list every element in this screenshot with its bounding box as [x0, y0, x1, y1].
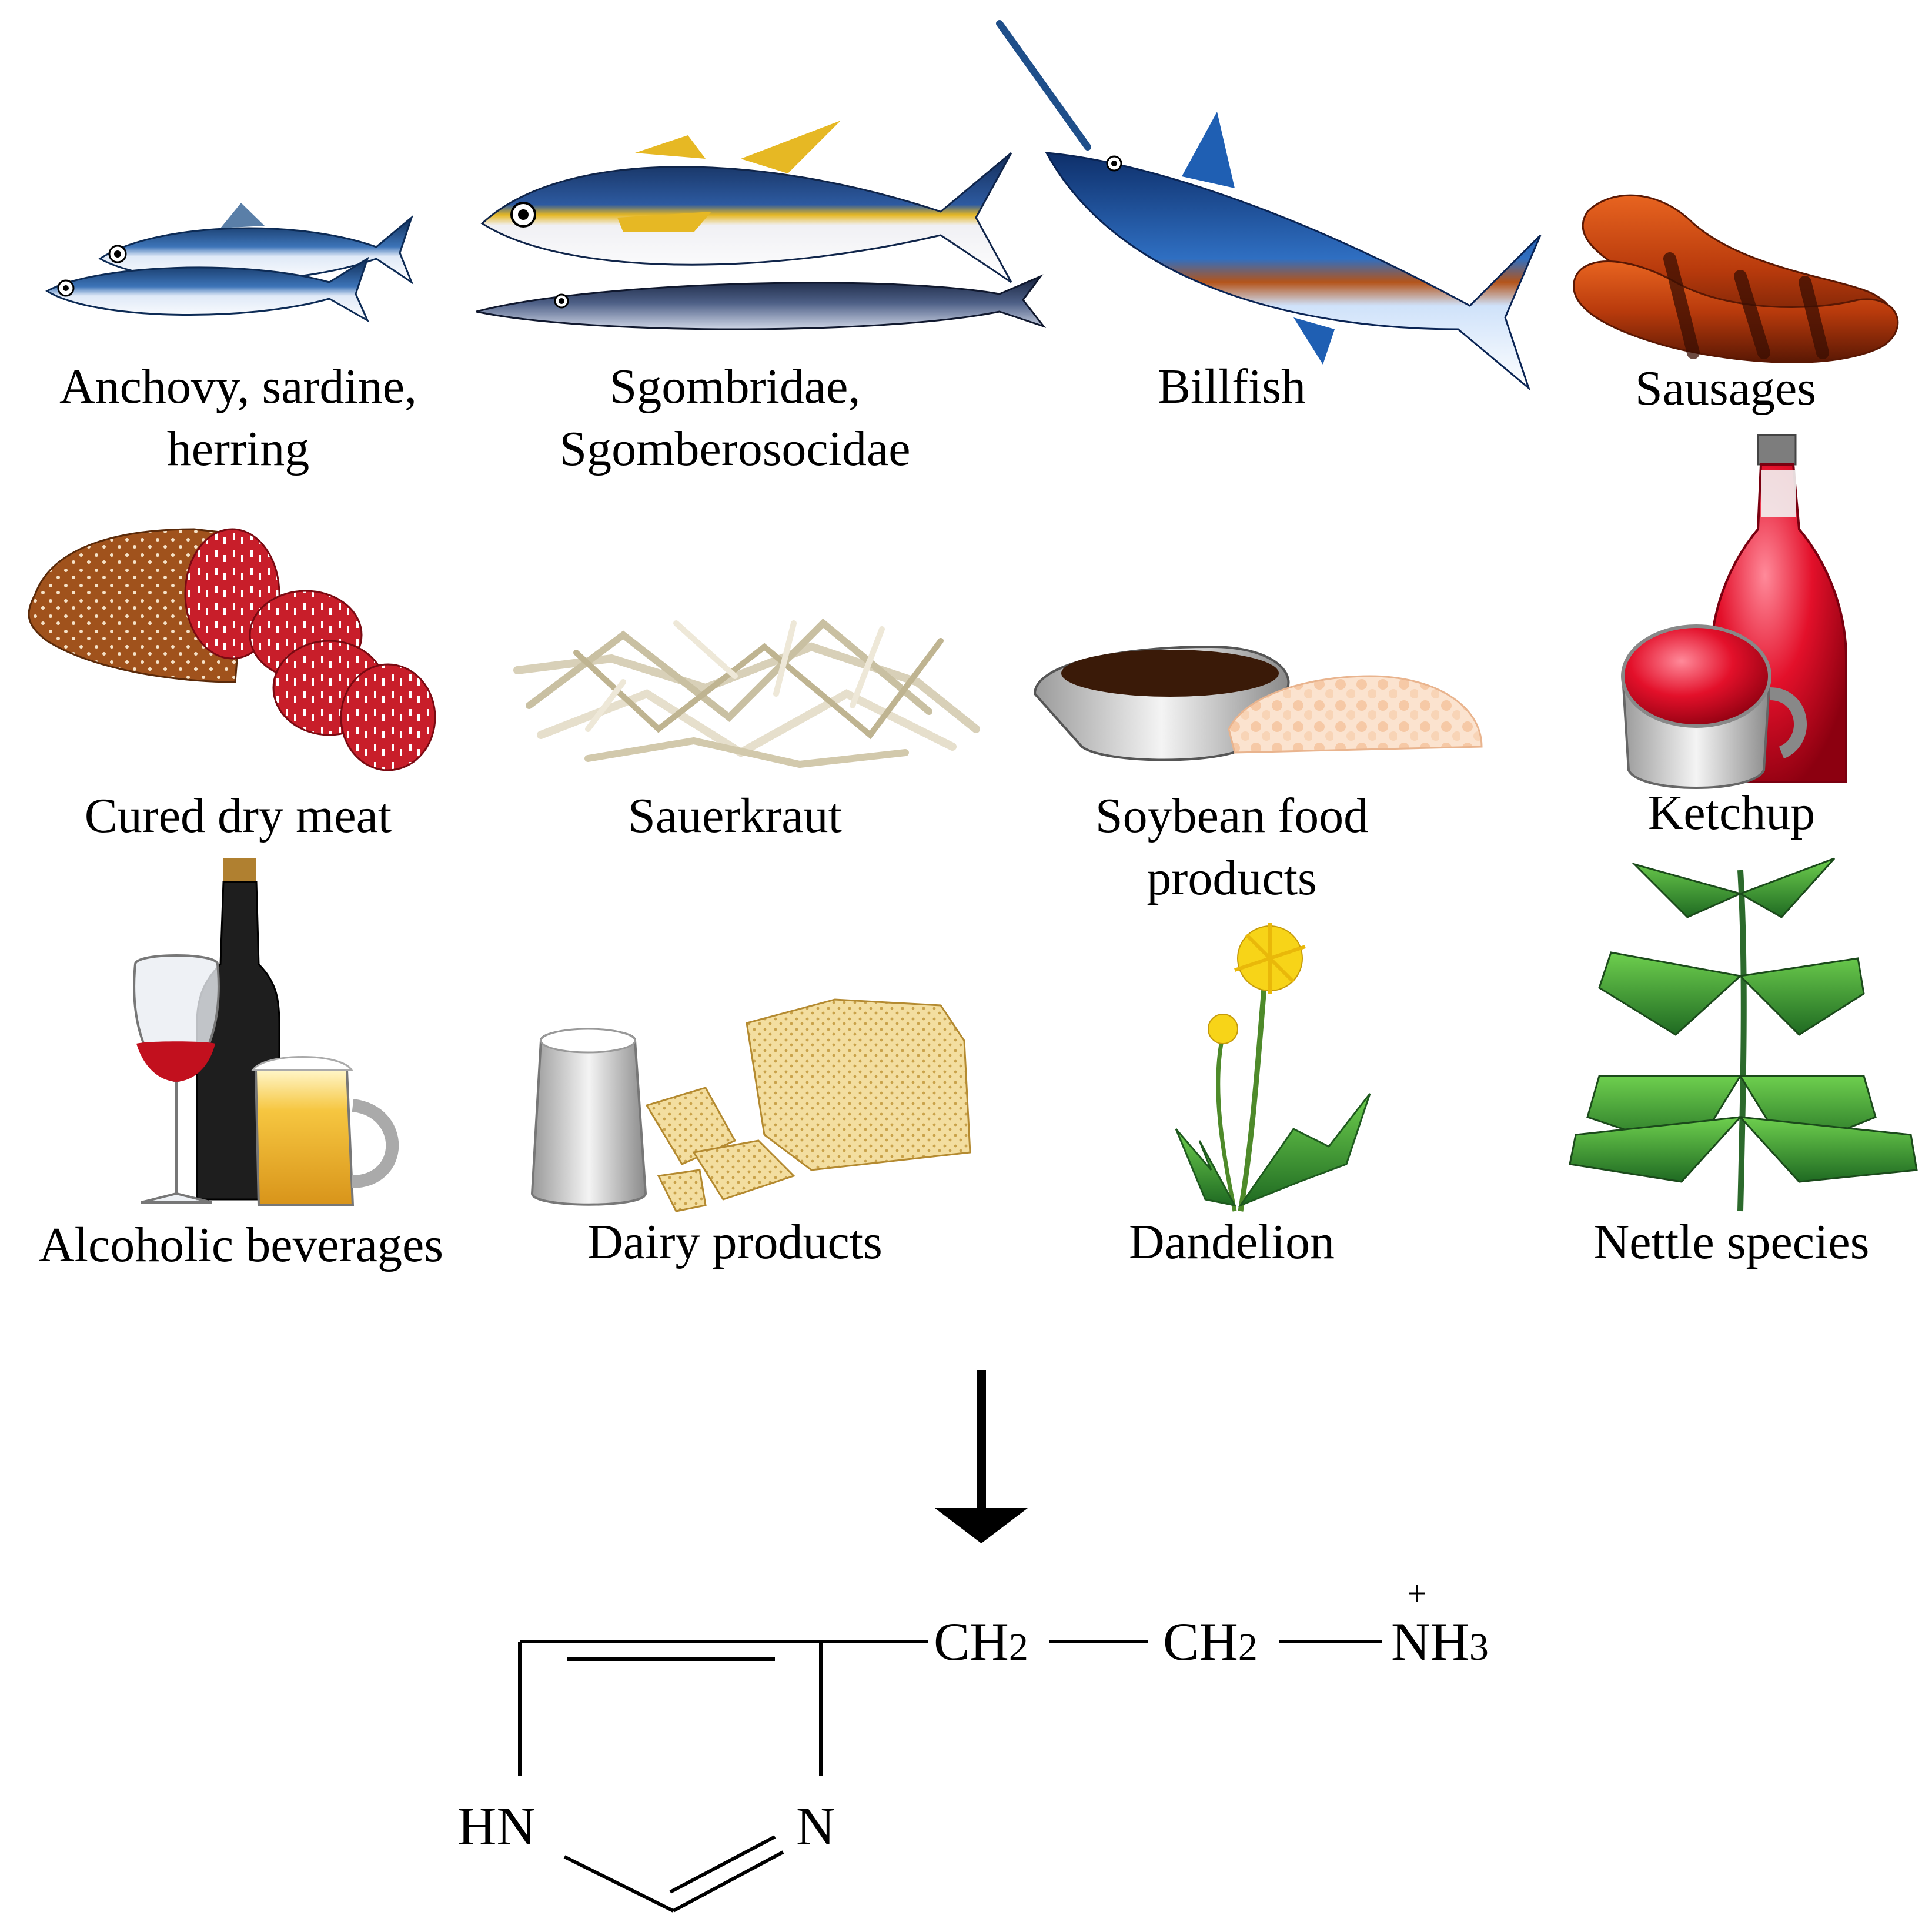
n-atom: N	[796, 1796, 835, 1856]
tuna-fish-icon	[476, 121, 1047, 330]
label-nettle-species: Nettle species	[1593, 1215, 1870, 1269]
label-anchovy-sardine-herring: Anchovy, sardine,herring	[59, 359, 417, 476]
positive-charge: +	[1407, 1574, 1427, 1613]
sausages-icon	[1573, 194, 1899, 363]
label-sauerkraut: Sauerkraut	[628, 788, 842, 843]
label-ketchup: Ketchup	[1647, 785, 1816, 840]
label-sausages: Sausages	[1635, 361, 1816, 416]
cured-meat-icon	[28, 528, 436, 771]
label-dandelion: Dandelion	[1129, 1215, 1335, 1269]
nettle-icon	[1569, 857, 1918, 1212]
milk-and-cheese-icon	[530, 998, 971, 1212]
label-dairy-products: Dairy products	[587, 1215, 883, 1269]
nh3-group: NH3	[1391, 1612, 1489, 1672]
down-arrow-icon	[935, 1370, 1028, 1543]
dandelion-icon	[1175, 923, 1371, 1212]
label-billfish: Billfish	[1157, 359, 1306, 414]
soy-sauce-and-tofu-icon	[1033, 645, 1483, 761]
marlin-fish-icon	[996, 20, 1542, 391]
label-sgombridae: Sgombridae,Sgomberosocidae	[559, 359, 911, 476]
ch2-group-2: CH2	[1163, 1612, 1258, 1672]
imidazole-ring-bonds	[518, 1640, 823, 1913]
sardine-fish-icon	[45, 203, 414, 323]
label-cured-dry-meat: Cured dry meat	[84, 788, 392, 843]
hn-atom: HN	[457, 1796, 536, 1856]
wine-and-beer-icon	[133, 858, 399, 1206]
label-alcoholic-beverages: Alcoholic beverages	[38, 1218, 444, 1272]
sauerkraut-icon	[513, 618, 980, 768]
ketchup-icon	[1621, 434, 1847, 789]
ch2-group-1: CH2	[934, 1612, 1028, 1672]
